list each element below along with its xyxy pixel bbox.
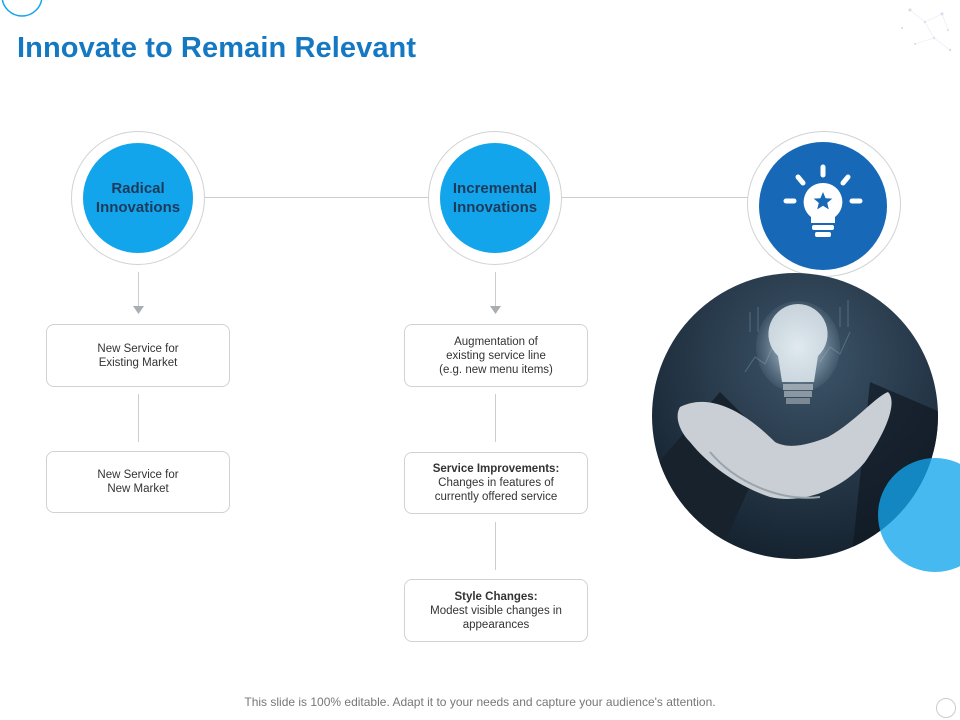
hand-lightbulb-photo <box>652 273 938 559</box>
radical-arrow-line <box>138 272 139 308</box>
incremental-connector-1 <box>495 394 496 442</box>
box-line: New Service for <box>97 342 179 355</box>
box-line: Augmentation of <box>454 335 538 348</box>
corner-circle-decoration <box>936 698 956 718</box>
slide-title: Innovate to Remain Relevant <box>17 32 417 64</box>
corner-arc-decoration <box>1 0 43 17</box>
box-line: Modest visible changes in <box>430 604 562 617</box>
network-dots-decoration <box>901 8 952 52</box>
incremental-heading-line2: Innovations <box>452 199 538 216</box>
incremental-heading-line1: Incremental <box>452 180 538 197</box>
incremental-box-2: Service Improvements: Changes in feature… <box>404 452 588 514</box>
incremental-connector-2 <box>495 522 496 570</box>
radical-heading-line2: Innovations <box>95 199 181 216</box>
radical-heading-line1: Radical <box>111 180 165 197</box>
incremental-box-1: Augmentation of existing service line (e… <box>404 324 588 387</box>
radical-box-1: New Service for Existing Market <box>46 324 230 387</box>
radical-box-2: New Service for New Market <box>46 451 230 513</box>
footer-text: This slide is 100% editable. Adapt it to… <box>244 695 716 709</box>
incremental-innovations-circle: Incremental Innovations <box>440 143 550 253</box>
box-bold-label: Service Improvements: <box>432 463 560 475</box>
box-line: appearances <box>462 618 530 631</box>
radical-arrow-head <box>133 306 144 314</box>
box-line: Changes in features of <box>438 477 554 489</box>
box-line: (e.g. new menu items) <box>439 363 553 376</box>
incremental-box-3: Style Changes: Modest visible changes in… <box>404 579 588 642</box>
radical-connector <box>138 394 139 442</box>
decorative-blue-circle <box>878 458 960 572</box>
box-line: Existing Market <box>98 356 178 369</box>
incremental-arrow-line <box>495 272 496 308</box>
box-line: existing service line <box>446 349 546 362</box>
incremental-arrow-head <box>490 306 501 314</box>
lightbulb-circle <box>759 142 887 270</box>
radical-innovations-circle: Radical Innovations <box>83 143 193 253</box>
box-line: New Service for <box>97 469 179 481</box>
box-line: New Market <box>107 483 169 495</box>
box-bold-label: Style Changes: <box>454 590 538 603</box>
box-line: currently offered service <box>434 491 558 503</box>
lightbulb-star-icon <box>783 164 863 237</box>
